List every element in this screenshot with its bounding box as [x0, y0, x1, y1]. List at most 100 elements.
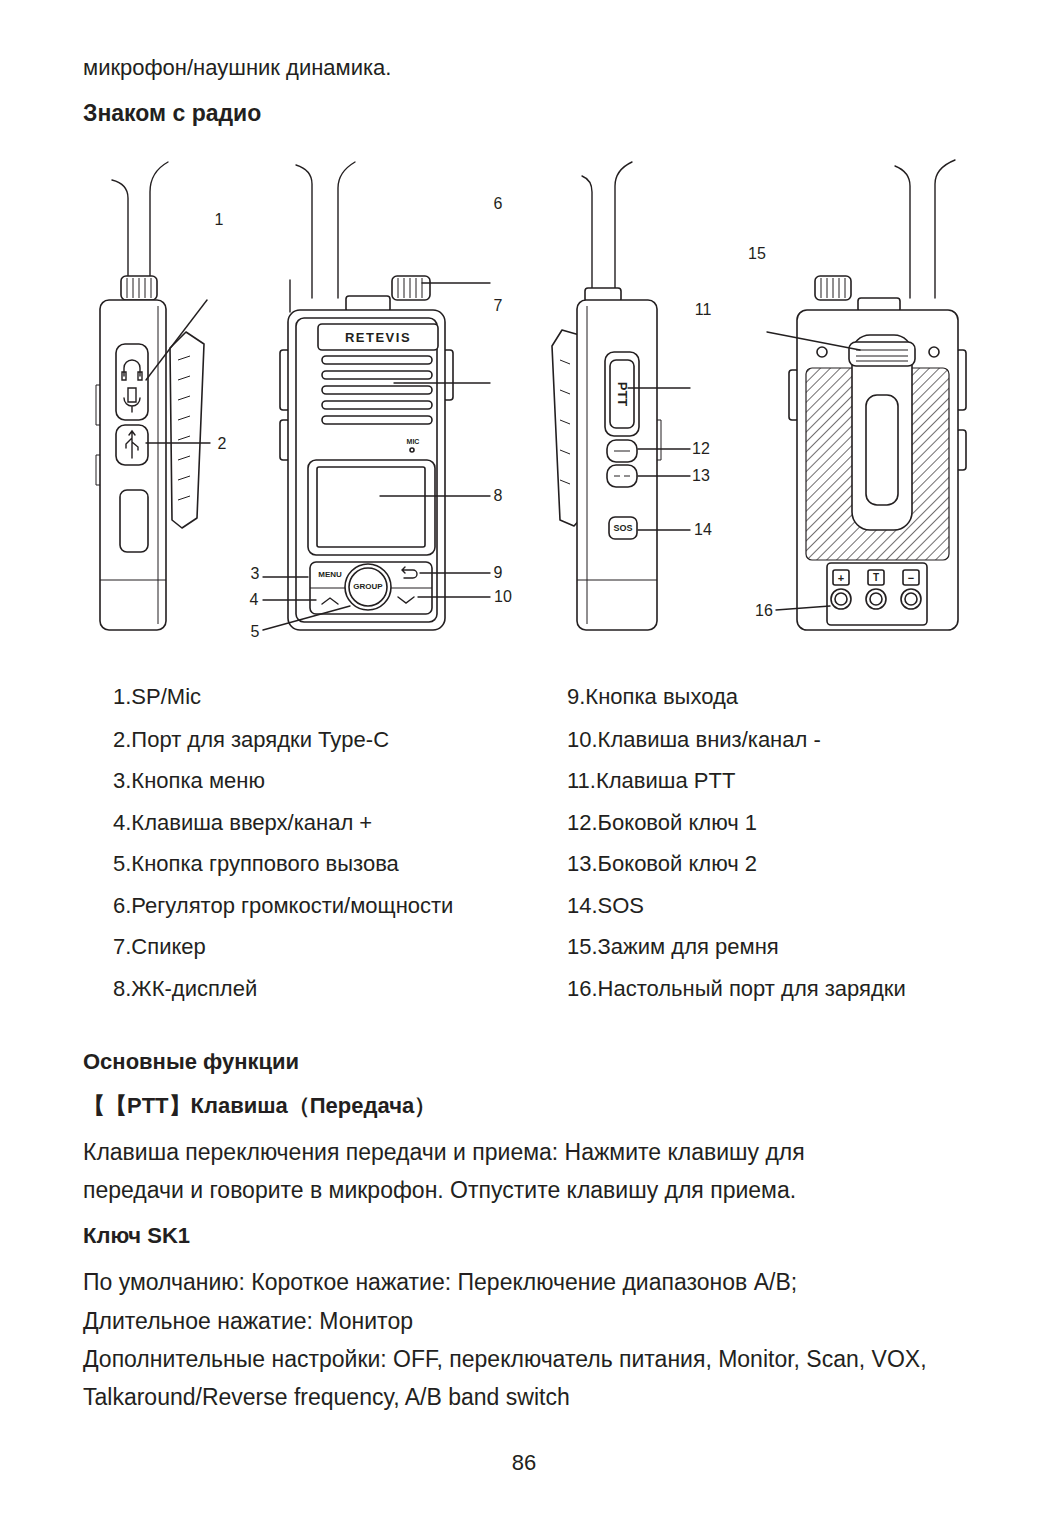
radio-front-part — [322, 356, 432, 364]
radio-back-part — [905, 593, 917, 605]
radio-right-side-part — [607, 440, 637, 462]
radio-back-part — [833, 570, 849, 585]
radio-front-part — [392, 276, 430, 300]
body-text: микрофон/наушник динамика. — [83, 57, 391, 79]
radio-left-side-part — [146, 442, 210, 443]
radio-left-side-part — [96, 306, 166, 624]
paragraph: Дополнительные настройки: OFF, переключа… — [83, 1340, 968, 1416]
legend-item: 10.Клавиша вниз/канал - — [567, 729, 821, 751]
radio-front-part — [380, 495, 490, 496]
radio-front-part — [317, 467, 425, 547]
radio-front-part — [418, 596, 490, 597]
radio-back-part — [835, 593, 847, 605]
legend-item: 1.SP/Mic — [113, 686, 201, 708]
callout-number: 9 — [494, 565, 503, 581]
radio-front-part — [410, 448, 414, 452]
callout-number: 4 — [250, 592, 259, 608]
legend-item: 5.Кнопка группового вызова — [113, 853, 399, 875]
callout-number: 8 — [494, 488, 503, 504]
radio-right-side-part — [582, 162, 632, 290]
radio-front-part — [322, 598, 338, 604]
legend-item: 14.SOS — [567, 895, 644, 917]
section-heading: 【【PTT】Клавиша（Передача） — [83, 1095, 436, 1117]
radio-front-part — [422, 282, 490, 283]
radio-front-part — [263, 606, 350, 630]
legend-item: 9.Кнопка выхода — [567, 686, 738, 708]
section-heading: Знаком с радио — [83, 100, 261, 128]
radio-left-side-part — [124, 388, 140, 412]
radio-front-part — [322, 401, 432, 409]
radio-front-part — [322, 386, 432, 394]
radio-front-part — [318, 324, 438, 350]
radio-right-side-part — [638, 475, 690, 476]
legend-item: 8.ЖК-дисплей — [113, 978, 257, 1000]
callout-number: 12 — [692, 441, 710, 457]
device-marking: MIC — [407, 438, 420, 445]
device-marking: + — [838, 573, 844, 584]
legend-item: 7.Спикер — [113, 936, 206, 958]
radio-back-part — [776, 606, 830, 610]
body-text: По умолчанию: Короткое нажатие: Переключ… — [83, 1271, 797, 1294]
legend-item: 16.Настольный порт для зарядки — [567, 978, 906, 1000]
page-number: 86 — [512, 1452, 536, 1474]
radio-left-side-part — [112, 162, 168, 280]
radio-right-side-part — [628, 387, 690, 388]
legend-item: 4.Клавиша вверх/канал + — [113, 812, 372, 834]
device-marking: − — [908, 573, 914, 584]
radio-back-part — [929, 347, 939, 357]
radio-left-side-part — [120, 490, 148, 552]
radio-front-part — [263, 599, 316, 600]
callout-number: 3 — [251, 566, 260, 582]
device-marking: MENU — [318, 571, 342, 579]
device-marking: SOS — [613, 524, 632, 533]
radio-front-part — [402, 567, 417, 578]
radio-right-side-part — [614, 476, 630, 477]
radio-front-part — [310, 562, 432, 614]
legend-item: 11.Клавиша PTT — [567, 770, 735, 792]
radio-back-part — [901, 589, 921, 609]
radio-front — [263, 162, 490, 630]
device-marking: GROUP — [353, 583, 382, 591]
callout-number: 11 — [695, 302, 712, 318]
callout-number: 10 — [494, 589, 512, 605]
radio-left-side-part — [170, 332, 204, 528]
callout-number: 14 — [694, 522, 712, 538]
section-heading: Ключ SK1 — [83, 1225, 190, 1247]
radio-back-part — [856, 350, 908, 361]
device-marking: T — [873, 573, 879, 583]
radio-back-part — [868, 570, 884, 585]
legend-item: 15.Зажим для ремня — [567, 936, 779, 958]
radio-back-part — [817, 347, 827, 357]
radio-left-side — [96, 162, 210, 630]
radio-front-part — [394, 382, 490, 383]
radio-left-side-part — [126, 431, 138, 458]
radio-front-part — [420, 572, 490, 573]
radio-front-part — [398, 597, 414, 603]
radio-right-side — [552, 162, 690, 630]
radio-front-part — [263, 576, 308, 577]
radio-front-part — [288, 310, 445, 630]
radio-back-part — [767, 332, 860, 350]
radio-right-side-part — [614, 451, 630, 452]
radio-left-side-part — [178, 356, 190, 500]
radio-front-part — [322, 416, 432, 424]
radio-back-part — [806, 368, 949, 560]
radio-front-part — [308, 460, 435, 555]
section-heading: Основные функции — [83, 1051, 299, 1073]
radio-right-side-part — [609, 517, 637, 539]
radio-back-part — [849, 342, 915, 366]
radio-left-side-part — [121, 276, 157, 300]
radio-back — [767, 160, 966, 630]
radio-back-part — [895, 160, 955, 298]
radio-right-side-part — [577, 306, 661, 624]
radio-front-part — [296, 162, 355, 298]
radio-back-part — [815, 276, 851, 300]
callout-number: 16 — [755, 603, 773, 619]
radio-left-side-part — [146, 300, 207, 380]
radio-left-side-part — [122, 360, 142, 380]
legend-item: 2.Порт для зарядки Type-C — [113, 729, 389, 751]
callout-number: 15 — [748, 246, 766, 262]
radio-front-part — [349, 568, 387, 606]
